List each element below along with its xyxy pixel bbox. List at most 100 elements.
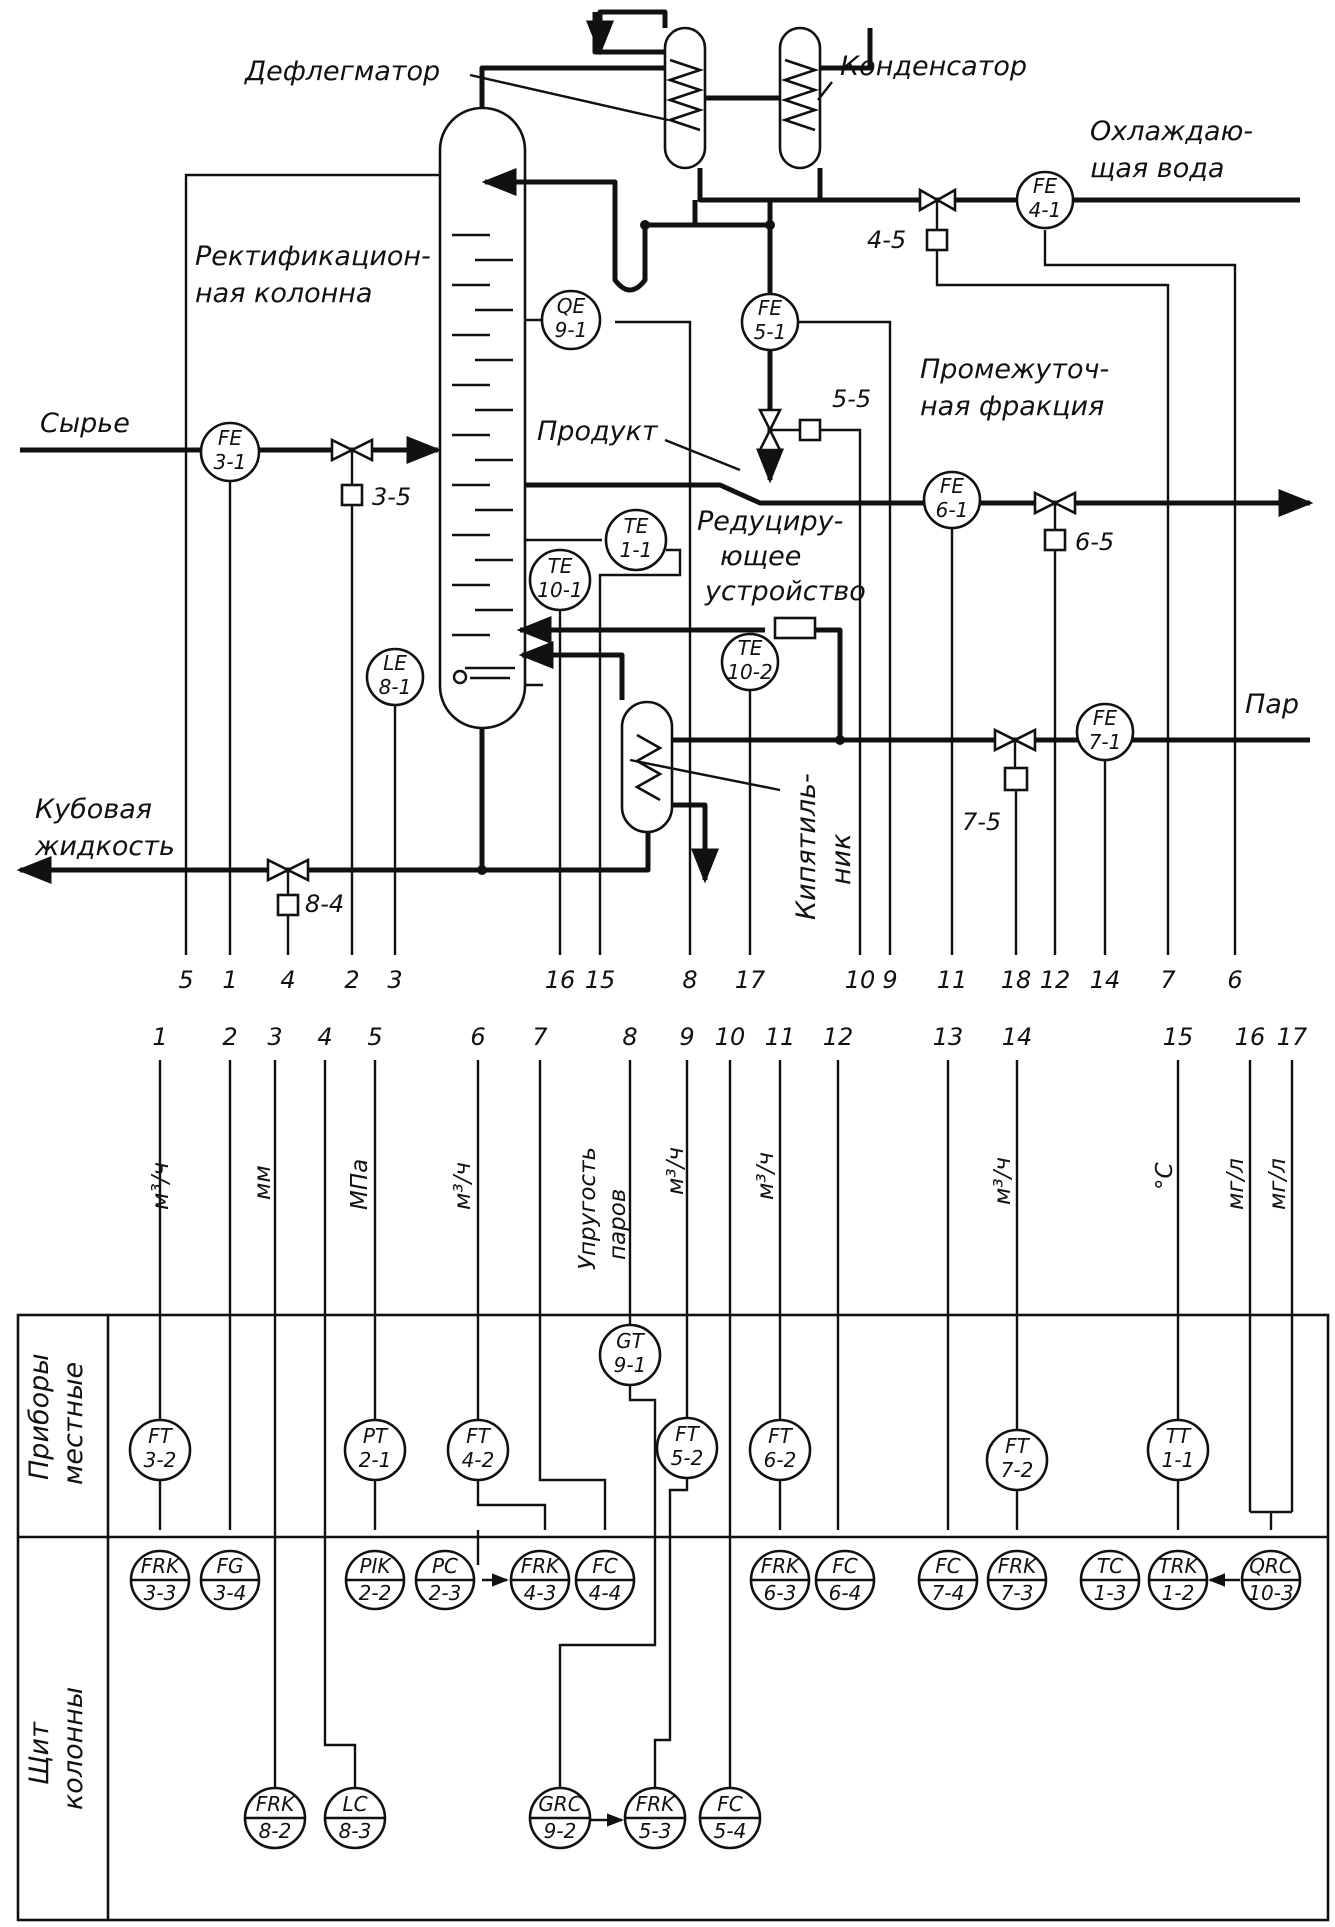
panel-instrument-symbol: QRC: [1249, 1554, 1293, 1578]
panel-instrument-symbol: FC: [935, 1554, 961, 1578]
label-cooling-water-2: щая вода: [1090, 153, 1224, 184]
lower-line-number: 9: [679, 1023, 694, 1051]
label-intermediate-2: ная фракция: [920, 391, 1104, 422]
field-instrument-te-10-2: TE 10-2: [720, 632, 780, 692]
label-dephlegmator: Дефлегматор: [244, 56, 440, 87]
panel-instrument-symbol: FG: [216, 1554, 243, 1578]
panel-instrument-grc-9-2: GRC 9-2: [528, 1786, 592, 1850]
panel-instrument-id: 6-4: [829, 1581, 862, 1605]
unit-label-3: мм: [250, 1165, 276, 1200]
local-instrument-id: 1-1: [1162, 1448, 1195, 1472]
lower-line-number: 4: [317, 1023, 332, 1051]
local-instrument-ft-3-2: FT 3-2: [128, 1418, 192, 1482]
panel-instrument-id: 1-3: [1094, 1581, 1127, 1605]
local-instrument-id: 7-2: [1001, 1458, 1034, 1482]
field-instrument-symbol: TE: [624, 514, 649, 538]
local-instrument-symbol: TT: [1166, 1424, 1192, 1448]
label-reducer-3: устройство: [704, 576, 866, 607]
condenser-vessel: [778, 26, 822, 170]
field-instrument-fe-3-1: FE 3-1: [199, 421, 261, 483]
local-instrument-symbol: GT: [616, 1329, 645, 1353]
field-instrument-fe-7-1: FE 7-1: [1075, 702, 1135, 762]
upper-line-number: 3: [387, 966, 402, 994]
field-instrument-symbol: LE: [383, 651, 407, 675]
process-labels: Дефлегматор Конденсатор Охлаждаю- щая во…: [34, 51, 1299, 920]
panel-instrument-trk-1-2: TRK 1-2: [1147, 1549, 1209, 1611]
local-instrument-id: 6-2: [764, 1448, 797, 1472]
valve-steam: [993, 727, 1037, 792]
vapor-pressure-label-1: Упругость: [575, 1147, 601, 1270]
vapor-pressure-label-2: паров: [605, 1189, 631, 1260]
panel-instrument-id: 1-2: [1162, 1581, 1195, 1605]
unit-label-16: мг/л: [1223, 1158, 1249, 1210]
local-instrument-pt-2-1: PT 2-1: [343, 1418, 407, 1482]
upper-line-number: 2: [344, 966, 359, 994]
label-product: Продукт: [537, 416, 659, 447]
zone-panel-label-1: Щит: [24, 1721, 55, 1785]
panel-instrument-id: 5-4: [714, 1819, 747, 1843]
label-condenser: Конденсатор: [840, 51, 1027, 82]
lower-line-number: 10: [715, 1023, 746, 1051]
panel-instrument-id: 2-2: [359, 1581, 392, 1605]
lower-line-number: 7: [532, 1023, 548, 1051]
zone-local-label-1: Приборы: [24, 1353, 55, 1480]
upper-line-number: 1: [222, 966, 237, 994]
signal-lines-lower: [158, 1060, 1294, 1788]
local-instrument-id: 4-2: [462, 1448, 495, 1472]
field-instrument-symbol: TE: [548, 554, 573, 578]
panel-instrument-id: 7-3: [1001, 1581, 1034, 1605]
upper-line-number: 4: [280, 966, 295, 994]
unit-label-6: м³/ч: [450, 1162, 476, 1210]
rectification-column: [438, 106, 527, 730]
local-instrument-ft-6-2: FT 6-2: [748, 1418, 812, 1482]
field-instrument-te-10-1: TE 10-1: [528, 548, 592, 612]
panel-instrument-fc-5-4: FC 5-4: [698, 1786, 762, 1850]
local-instrument-symbol: FT: [466, 1424, 492, 1448]
panel-instruments-row-2: FRK 8-2 LC 8-3 GRC 9-2 FRK 5-3 FC 5-4: [243, 1786, 762, 1850]
unit-label-17: мг/л: [1265, 1158, 1291, 1210]
field-instruments: FE 4-1 QE 9-1 FE 5-1 FE 3-1 FE 6-1 TE 1-…: [199, 170, 1135, 762]
local-instrument-ft-4-2: FT 4-2: [446, 1418, 510, 1482]
lower-line-number: 3: [267, 1023, 282, 1051]
local-instrument-id: 9-1: [614, 1353, 647, 1377]
upper-line-number: 8: [682, 966, 697, 994]
valve-bottoms: [266, 857, 310, 917]
zone-panel-label-2: колонны: [58, 1687, 89, 1810]
panel-instrument-symbol: GRC: [538, 1792, 581, 1816]
upper-line-number: 5: [178, 966, 193, 994]
actuator-label-4-5: 4-5: [867, 226, 906, 254]
unit-label-9: м³/ч: [663, 1147, 689, 1195]
panel-instrument-fc-4-4: FC 4-4: [574, 1549, 636, 1611]
upper-line-number: 14: [1090, 966, 1121, 994]
field-instrument-id: 10-2: [727, 660, 772, 684]
upper-line-number: 15: [585, 966, 616, 994]
lower-line-number: 1: [152, 1023, 167, 1051]
local-instrument-id: 5-2: [671, 1446, 704, 1470]
unit-label-15: °C: [1152, 1162, 1178, 1190]
field-instrument-id: 5-1: [754, 320, 787, 344]
panel-instrument-pc-2-3: PC 2-3: [414, 1549, 476, 1611]
panel-instrument-symbol: LC: [342, 1792, 367, 1816]
field-instrument-fe-4-1: FE 4-1: [1015, 170, 1075, 230]
panel-instrument-symbol: PIK: [359, 1554, 392, 1578]
local-instrument-gt-9-1: GT 9-1: [598, 1323, 662, 1387]
field-instrument-le-8-1: LE 8-1: [365, 647, 425, 707]
local-instrument-ft-7-2: FT 7-2: [985, 1428, 1049, 1492]
panel-instrument-frk-7-3: FRK 7-3: [986, 1549, 1048, 1611]
local-instrument-symbol: FT: [1005, 1434, 1031, 1458]
actuator-labels: 4-5 5-5 3-5 6-5 7-5 8-4: [305, 226, 1114, 918]
field-instrument-id: 7-1: [1089, 730, 1122, 754]
upper-line-number: 16: [545, 966, 576, 994]
panel-instrument-fg-3-4: FG 3-4: [199, 1549, 261, 1611]
upper-line-number: 9: [882, 966, 897, 994]
local-instrument-tt-1-1: TT 1-1: [1146, 1418, 1210, 1482]
lower-line-number: 8: [622, 1023, 637, 1051]
panel-instrument-symbol: FRK: [998, 1554, 1038, 1578]
upper-line-number: 10: [845, 966, 876, 994]
unit-label-14: м³/ч: [990, 1157, 1016, 1205]
label-reboiler-1: Кипятиль-: [791, 773, 822, 920]
label-bottoms-1: Кубовая: [35, 794, 152, 825]
local-instrument-id: 2-1: [359, 1448, 392, 1472]
label-intermediate-1: Промежуточ-: [920, 354, 1109, 385]
panel-instrument-frk-3-3: FRK 3-3: [129, 1549, 191, 1611]
